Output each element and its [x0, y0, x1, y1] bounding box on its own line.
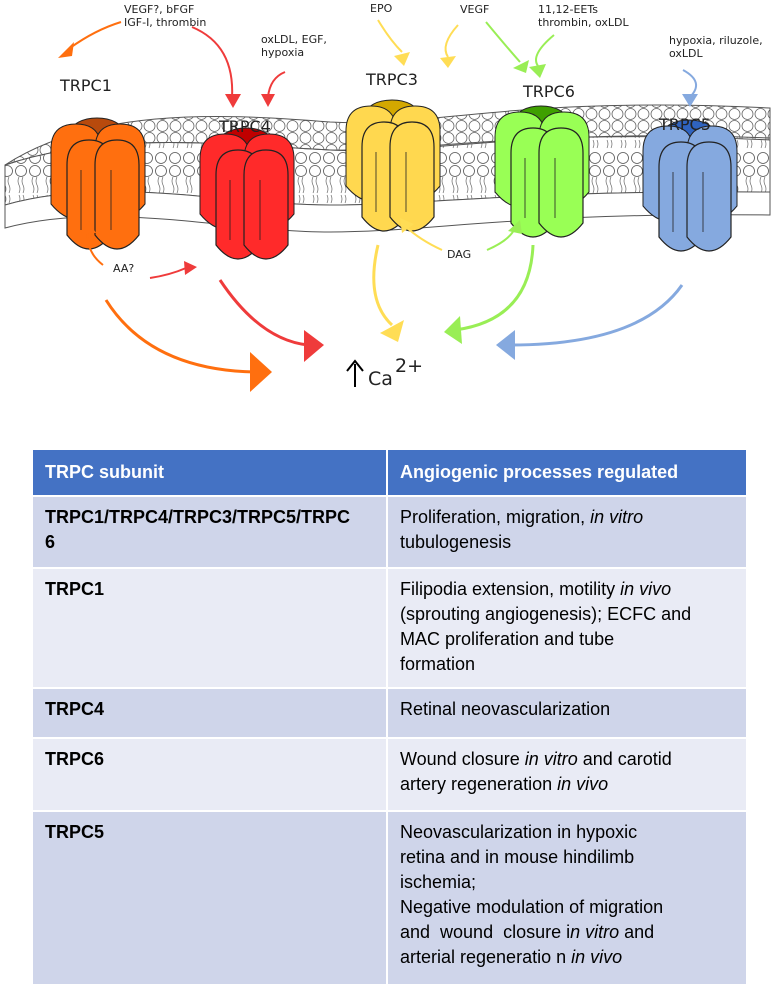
subunit-text: TRPC6 [45, 749, 105, 769]
calcium-increase-label: Ca2+ [346, 355, 423, 390]
trpc5-label: TRPC5 [658, 115, 711, 134]
calcium-label: Ca [368, 368, 393, 390]
trpc6-calcium-arrow [444, 244, 535, 344]
trpc1-label: TRPC1 [59, 76, 112, 95]
subunit-text: TRPC4 [45, 699, 105, 719]
vegf-to-trpc6-arrow [485, 21, 529, 73]
trpc5-channel [642, 119, 738, 252]
aa-to-trpc4-arrow [149, 261, 197, 279]
italic-term: in vivo [620, 579, 672, 599]
vegf-stimulus-label: VEGF [460, 3, 489, 16]
trpc4-calcium-arrow [218, 279, 324, 362]
subunit-text: TRPC5 [45, 822, 105, 842]
process-text: and wound closure i [400, 922, 571, 942]
trpc5-stimuli-line: hypoxia, riluzole, [669, 34, 763, 47]
process-cell: Wound closure in vitro and carotid artery… [386, 737, 748, 812]
process-text: Negative modulation of migration [400, 897, 664, 917]
subunit-cell: TRPC1 [31, 567, 388, 689]
italic-term: in vivo [571, 947, 623, 967]
trpc3-calcium-arrow [372, 244, 404, 342]
process-text: Retinal neovascularization [400, 699, 611, 719]
table-row: TRPC6 Wound closure in vitro and carotid a… [31, 737, 748, 812]
table-row: TRPC1 Filipodia extension, motility in vi… [31, 567, 748, 689]
italic-term: n vitro [570, 922, 620, 942]
trpc1-channel [50, 117, 146, 250]
trpc6-label: TRPC6 [522, 82, 575, 101]
trpc3-label: TRPC3 [365, 70, 418, 89]
subunit-cell: TRPC6 [31, 737, 388, 812]
process-text: Proliferation, migration, [400, 507, 591, 527]
process-text: formation [400, 654, 476, 674]
trpc4-label: TRPC4 [218, 117, 271, 136]
process-text: MAC proliferation and tube [400, 629, 615, 649]
aa-to-trpc1-arrow [81, 221, 104, 266]
trpc5-stimuli-line: oxLDL [669, 47, 704, 60]
vegf-to-trpc3-arrow [440, 24, 459, 68]
trpc3-channel [345, 99, 441, 232]
dag-label: DAG [447, 248, 471, 261]
trpc-angiogenesis-table: TRPC subunit Angiogenic processes regula… [31, 448, 748, 986]
table-row: TRPC5 Neovascularization in hypoxic retina… [31, 810, 748, 986]
process-text: retina and in mouse hindilimb [400, 847, 635, 867]
trpc4-stimulus-arrow-1 [191, 26, 241, 108]
trpc4-channel [199, 127, 295, 260]
epo-arrow [377, 19, 410, 66]
subunit-cell: TRPC4 [31, 687, 388, 739]
aa-label: AA? [113, 262, 134, 275]
trpc4-stimuli-line: hypoxia [261, 46, 304, 59]
process-text: tubulogenesis [400, 532, 512, 552]
trpc6-channel [494, 105, 590, 238]
header-angiogenic-processes: Angiogenic processes regulated [386, 448, 748, 497]
trpc1-stimuli-line: VEGF?, bFGF [124, 3, 194, 16]
table-row: TRPC4 Retinal neovascularization [31, 687, 748, 739]
italic-term: in vitro [590, 507, 644, 527]
trpc1-calcium-arrow [104, 299, 272, 392]
italic-term: in vivo [557, 774, 609, 794]
italic-term: in vitro [524, 749, 578, 769]
subunit-text: TRPC1/TRPC4/TRPC3/TRPC5/TRPC [45, 507, 351, 527]
process-text: (sprouting angiogenesis); ECFC and [400, 604, 692, 624]
process-text: and carotid [577, 749, 672, 769]
table: TRPC subunit Angiogenic processes regula… [31, 448, 748, 986]
trpc1-stimulus-arrow [58, 21, 122, 58]
subunit-cell: TRPC5 [31, 810, 388, 986]
table-header-row: TRPC subunit Angiogenic processes regula… [31, 448, 748, 497]
subunit-text: TRPC1 [45, 579, 105, 599]
process-cell: Neovascularization in hypoxic retina and … [386, 810, 748, 986]
process-text: Wound closure [400, 749, 525, 769]
header-trpc-subunit: TRPC subunit [31, 448, 388, 497]
process-text: ischemia; [400, 872, 477, 892]
table-row: TRPC1/TRPC4/TRPC3/TRPC5/TRPC 6 Proliferati… [31, 495, 748, 569]
epo-stimulus-label: EPO [370, 2, 393, 15]
trpc5-stimulus-arrow [682, 69, 698, 107]
process-cell: Proliferation, migration, in vitro tubulo… [386, 495, 748, 569]
subunit-cell: TRPC1/TRPC4/TRPC3/TRPC5/TRPC 6 [31, 495, 388, 569]
dag-to-trpc6-arrow [486, 220, 522, 251]
trpc6-stimulus-arrow [529, 34, 555, 78]
trpc5-calcium-arrow [496, 284, 684, 360]
process-text: and [619, 922, 655, 942]
process-text: arterial regeneratio n [400, 947, 572, 967]
process-cell: Retinal neovascularization [386, 687, 748, 739]
trpc1-stimuli-line: IGF-I, thrombin [124, 16, 206, 29]
subunit-text: 6 [45, 532, 56, 552]
process-text: artery regeneration [400, 774, 558, 794]
process-text: Filipodia extension, motility [400, 579, 621, 599]
process-cell: Filipodia extension, motility in vivo (sp… [386, 567, 748, 689]
trpc4-stimulus-arrow-2 [261, 71, 286, 107]
calcium-charge-label: 2+ [395, 355, 423, 377]
process-text: Neovascularization in hypoxic [400, 822, 638, 842]
trpc6-stimuli-line: thrombin, oxLDL [538, 16, 630, 29]
dag-to-trpc3-arrow [400, 218, 443, 251]
trpc6-stimuli-line: 11,12-EETs [538, 3, 598, 16]
trpc4-stimuli-line: oxLDL, EGF, [261, 33, 327, 46]
